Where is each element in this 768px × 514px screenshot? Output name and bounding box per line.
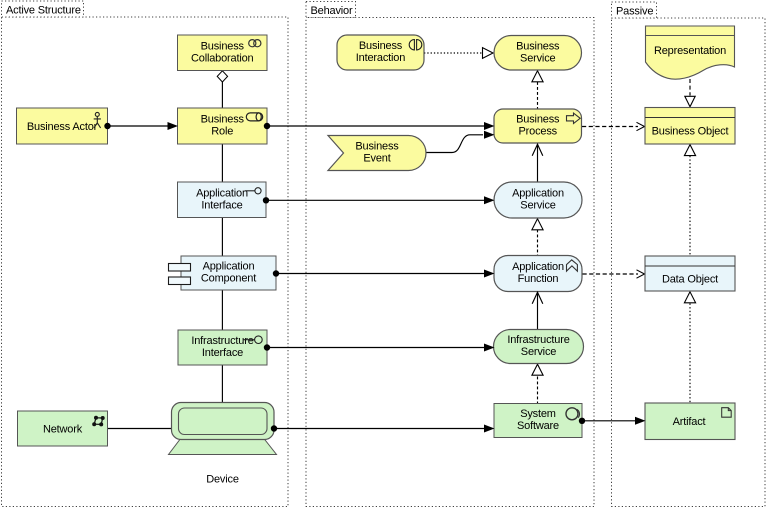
svg-text:Collaboration: Collaboration bbox=[191, 52, 254, 64]
svg-text:Behavior: Behavior bbox=[311, 5, 353, 17]
svg-text:Network: Network bbox=[43, 424, 83, 436]
svg-text:Business Actor: Business Actor bbox=[27, 121, 98, 133]
svg-text:Application: Application bbox=[203, 261, 255, 273]
svg-text:Artifact: Artifact bbox=[673, 416, 706, 428]
svg-text:Application: Application bbox=[512, 188, 564, 200]
svg-text:Function: Function bbox=[518, 273, 559, 285]
svg-text:Role: Role bbox=[211, 126, 233, 138]
svg-text:Business: Business bbox=[201, 40, 245, 52]
svg-text:Software: Software bbox=[517, 420, 559, 432]
svg-text:Interface: Interface bbox=[202, 347, 243, 359]
svg-text:Representation: Representation bbox=[654, 45, 726, 57]
svg-text:Data Object: Data Object bbox=[662, 273, 718, 285]
svg-text:Infrastructure: Infrastructure bbox=[507, 334, 569, 346]
svg-text:Business: Business bbox=[355, 141, 399, 153]
svg-text:Passive: Passive bbox=[616, 6, 653, 18]
svg-text:Business: Business bbox=[359, 40, 403, 52]
svg-text:System: System bbox=[520, 408, 556, 420]
svg-text:Process: Process bbox=[519, 126, 558, 138]
svg-text:Business: Business bbox=[201, 114, 245, 126]
svg-text:Business Object: Business Object bbox=[652, 126, 729, 138]
svg-text:Infrastructure: Infrastructure bbox=[191, 335, 253, 347]
svg-text:Interaction: Interaction bbox=[356, 52, 405, 64]
svg-text:Application: Application bbox=[196, 188, 248, 200]
svg-text:Business: Business bbox=[516, 114, 560, 126]
svg-text:Device: Device bbox=[206, 474, 239, 486]
svg-text:Active Structure: Active Structure bbox=[6, 5, 81, 17]
svg-text:Service: Service bbox=[521, 346, 556, 358]
svg-text:Business: Business bbox=[516, 40, 560, 52]
svg-text:Service: Service bbox=[520, 52, 555, 64]
svg-text:Interface: Interface bbox=[201, 200, 242, 212]
svg-text:Event: Event bbox=[363, 153, 390, 165]
svg-text:Service: Service bbox=[520, 200, 555, 212]
svg-text:Application: Application bbox=[512, 261, 564, 273]
svg-text:Component: Component bbox=[201, 273, 256, 285]
